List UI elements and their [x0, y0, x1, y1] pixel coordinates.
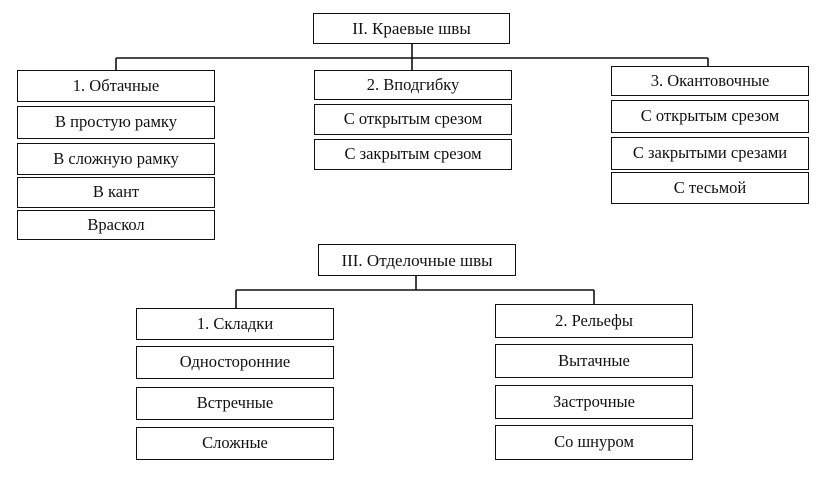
- group-title-skladki: 1. Складки: [136, 308, 334, 340]
- list-item: Сложные: [136, 427, 334, 460]
- group-title-vpodgibku: 2. Вподгибку: [314, 70, 512, 100]
- section-iii-title: III. Отделочные швы: [318, 244, 516, 276]
- list-item: Враскол: [17, 210, 215, 240]
- group-title-okantovochnye: 3. Окантовочные: [611, 66, 809, 96]
- list-item: С закрытым срезом: [314, 139, 512, 170]
- list-item: В кант: [17, 177, 215, 208]
- group-title-relefy: 2. Рельефы: [495, 304, 693, 338]
- list-item: Вытачные: [495, 344, 693, 378]
- section-ii-title: II. Краевые швы: [313, 13, 510, 44]
- list-item: С открытым срезом: [611, 100, 809, 133]
- list-item: В сложную рамку: [17, 143, 215, 175]
- list-item: С тесьмой: [611, 172, 809, 204]
- list-item: В простую рамку: [17, 106, 215, 139]
- list-item: С открытым срезом: [314, 104, 512, 135]
- list-item: Со шнуром: [495, 425, 693, 460]
- list-item: Встречные: [136, 387, 334, 420]
- list-item: Застрочные: [495, 385, 693, 419]
- list-item: Односторонние: [136, 346, 334, 379]
- group-title-obtachnye: 1. Обтачные: [17, 70, 215, 102]
- list-item: С закрытыми срезами: [611, 137, 809, 170]
